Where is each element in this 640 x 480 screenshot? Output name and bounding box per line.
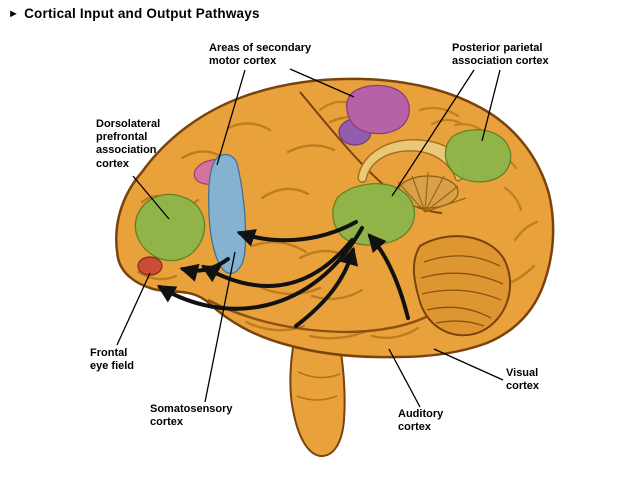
label-visual-cortex: Visual cortex bbox=[506, 367, 540, 393]
cerebellum bbox=[413, 235, 512, 337]
label-posterior-parietal-cortex: Posterior parietal association cortex bbox=[452, 42, 549, 68]
label-secondary-motor-cortex: Areas of secondary motor cortex bbox=[209, 42, 312, 68]
pathway-arrow bbox=[179, 257, 230, 282]
region-frontal-eye-field bbox=[137, 256, 163, 276]
pathway-arrow bbox=[236, 220, 358, 247]
cortical-regions bbox=[134, 84, 512, 276]
label-line bbox=[481, 69, 501, 142]
region-dorsolateral-prefrontal bbox=[134, 193, 206, 262]
region-posterior-parietal-lateral bbox=[332, 183, 416, 246]
label-line bbox=[388, 348, 421, 408]
region-somatosensory bbox=[208, 153, 247, 274]
region-secondary-motor-magenta bbox=[346, 84, 410, 135]
pathway-arrow bbox=[367, 233, 410, 320]
corpus-callosum bbox=[357, 139, 465, 183]
label-somatosensory-cortex: Somatosensory cortex bbox=[150, 403, 233, 429]
region-posterior-parietal-medial bbox=[444, 129, 512, 183]
label-lines bbox=[116, 68, 504, 408]
label-line bbox=[289, 68, 355, 98]
label-frontal-eye-field: Frontal eye field bbox=[90, 347, 135, 373]
label-auditory-cortex: Auditory cortex bbox=[398, 408, 444, 434]
medial-surface bbox=[299, 91, 523, 214]
label-line bbox=[391, 69, 475, 197]
lateral-fissure bbox=[207, 298, 429, 334]
brainstem bbox=[289, 328, 346, 458]
label-line bbox=[216, 69, 246, 166]
label-dorsolateral-prefrontal-cortex: Dorsolateral prefrontal association cort… bbox=[96, 118, 161, 170]
label-line bbox=[204, 251, 236, 403]
label-line bbox=[433, 348, 504, 381]
pathway-arrow bbox=[294, 246, 359, 328]
title-text: Cortical Input and Output Pathways bbox=[24, 6, 260, 21]
pathway-arrow bbox=[200, 238, 354, 288]
title-bullet-icon: ► bbox=[8, 8, 20, 20]
page-title: ► Cortical Input and Output Pathways bbox=[8, 6, 260, 21]
label-line bbox=[132, 175, 170, 220]
label-line bbox=[116, 272, 151, 346]
pathway-arrows bbox=[156, 220, 410, 328]
